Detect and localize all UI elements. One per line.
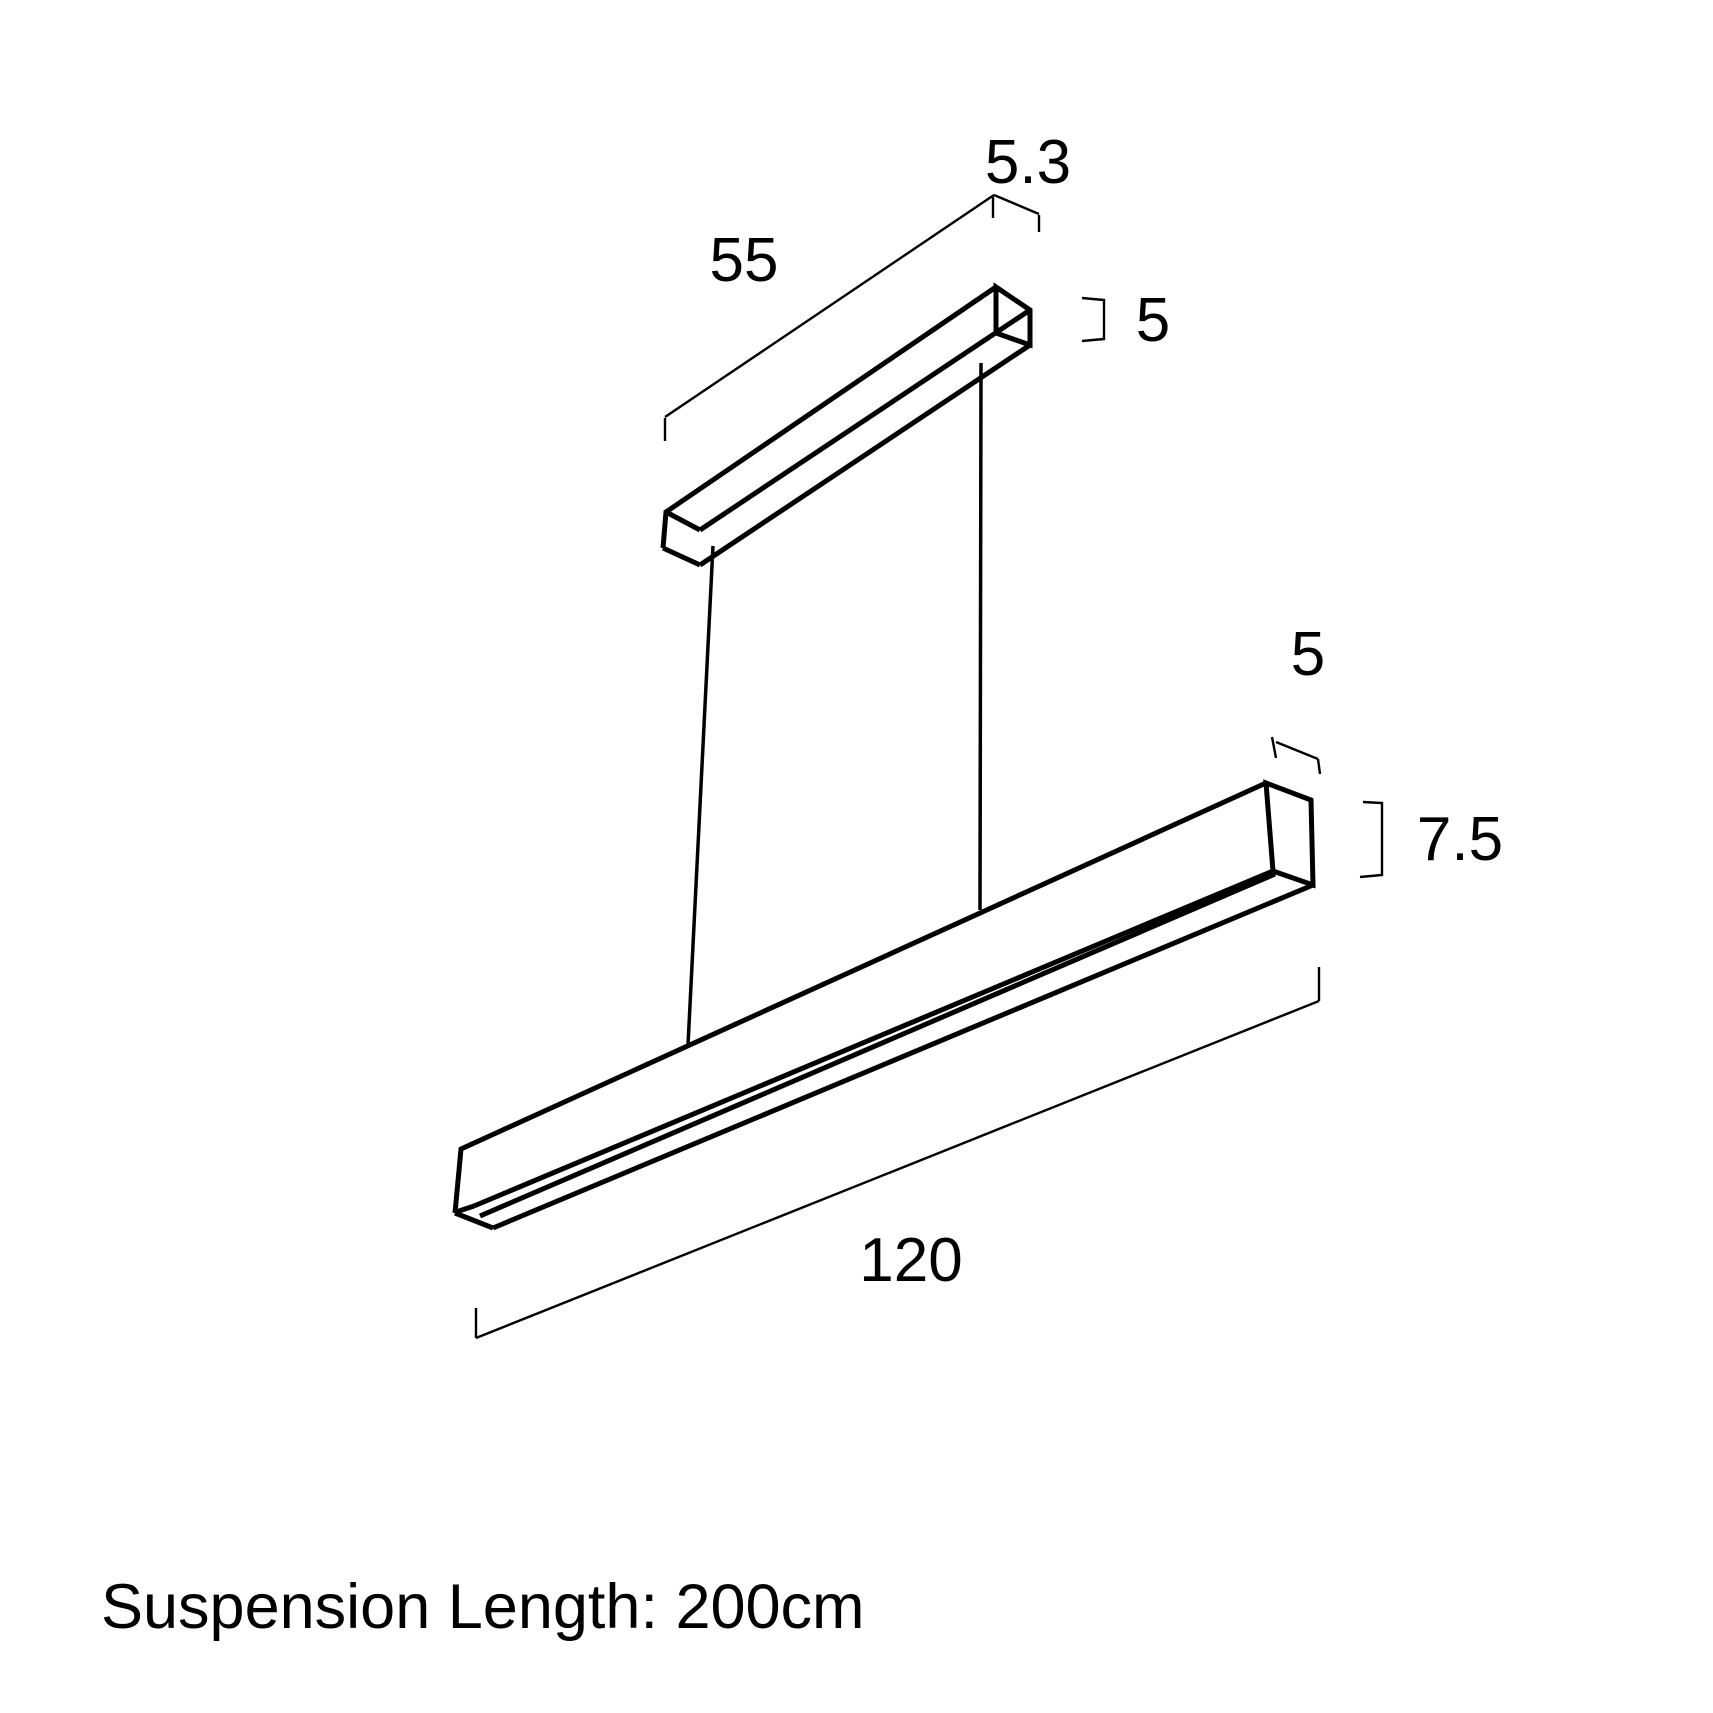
bar-left-bottom-edge — [454, 1210, 494, 1231]
bar-bottom-back-edge — [492, 882, 1314, 1231]
suspension-length-caption: Suspension Length: 200cm — [101, 1572, 865, 1642]
bar-diffuser-notch — [455, 1203, 475, 1215]
dim-label-canopy-depth: 5.3 — [985, 128, 1071, 197]
suspension-cable-left — [686, 545, 715, 1046]
canopy-top-back-edge — [660, 284, 998, 549]
dim-bar-depth-tick-left — [1270, 736, 1278, 759]
bar-diffuser-edge-lower — [479, 871, 1276, 1219]
dimension-lines — [474, 193, 1384, 1340]
dim-canopy-height-bracket — [1081, 296, 1106, 343]
bar-top-edge — [452, 780, 1268, 1214]
dim-bar-length-line — [475, 999, 1320, 1340]
dimension-labels: 5.3 55 5 5 7.5 120 — [710, 128, 1504, 1295]
canopy-front-bottom-edge — [698, 342, 1032, 568]
dim-label-bar-height: 7.5 — [1417, 805, 1503, 874]
suspension-cable-right — [978, 362, 983, 911]
canopy-front-top-edge — [698, 307, 1032, 533]
light-bar — [452, 779, 1316, 1231]
canopy-left-bottom-edge — [661, 545, 702, 568]
ceiling-canopy — [660, 282, 1033, 568]
dim-bar-depth-tick-right — [1316, 758, 1322, 775]
dim-label-canopy-length: 55 — [710, 226, 779, 295]
bar-diffuser-edge-upper — [473, 868, 1274, 1209]
canopy-top-left-edge — [664, 509, 702, 533]
dim-bar-height-bracket — [1359, 800, 1384, 879]
dim-bar-depth-line — [1275, 740, 1319, 761]
dim-canopy-depth-line — [993, 193, 1040, 216]
dim-label-bar-length: 120 — [859, 1226, 962, 1295]
dim-label-canopy-height: 5 — [1136, 286, 1170, 355]
canopy-right-end-face — [993, 282, 1033, 349]
dim-canopy-length-line — [664, 194, 995, 418]
suspension-cables — [686, 362, 983, 1046]
bar-right-end-face — [1263, 779, 1316, 889]
dim-label-bar-depth: 5 — [1291, 620, 1325, 689]
